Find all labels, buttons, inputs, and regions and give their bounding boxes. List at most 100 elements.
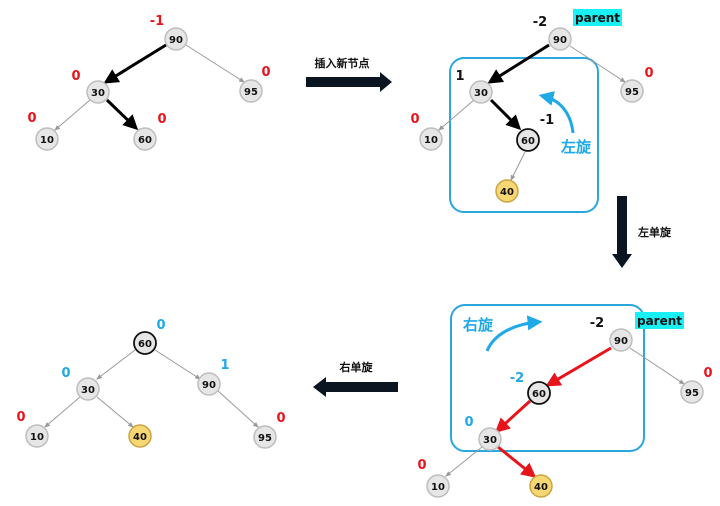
balance-factor: 0 (703, 366, 712, 381)
node-value: 60 (521, 136, 535, 147)
left-rotation-label: 左旋 (560, 138, 592, 156)
balance-factor: 1 (455, 69, 464, 84)
node-value: 30 (81, 385, 95, 396)
node-value: 60 (532, 389, 546, 400)
tree-node: 30 0 (61, 366, 100, 401)
balance-factor: 0 (27, 111, 36, 126)
left-rotation-indicator: 左旋 (538, 91, 592, 156)
right-rotation-region (450, 304, 645, 452)
node-value: 10 (431, 482, 445, 493)
tree-node: 95 0 (253, 411, 286, 449)
node-value: 30 (483, 435, 497, 446)
edge-30-10 (438, 99, 475, 131)
left-rotation-region (449, 57, 599, 213)
balance-factor: 0 (410, 112, 419, 127)
edge-30-60 (105, 98, 139, 131)
edge-30-10 (44, 396, 81, 428)
tree-node: 10 0 (27, 111, 59, 151)
node-value: 90 (202, 380, 216, 391)
tree-edges (54, 43, 246, 131)
node-value: 30 (474, 88, 488, 99)
tree-node: 60 -1 (516, 113, 554, 152)
tree-edges (44, 349, 259, 428)
node-value: 95 (685, 388, 699, 399)
node-value: 30 (91, 88, 105, 99)
tree-node-inserted: 40 (529, 474, 553, 498)
balance-factor: 0 (156, 318, 165, 333)
node-value: 95 (258, 433, 272, 444)
balance-factor: 0 (157, 112, 166, 127)
edge-60-30 (494, 399, 532, 434)
balance-factor: 1 (220, 358, 229, 373)
node-value: 90 (553, 35, 567, 46)
edge-60-30 (96, 349, 136, 380)
balance-factor: 0 (261, 65, 270, 80)
edge-90-95 (569, 45, 627, 83)
tree-node: 10 0 (410, 112, 443, 151)
edge-90-95 (185, 44, 246, 83)
edge-30-10 (445, 446, 483, 477)
edge-60-40 (510, 151, 526, 182)
tree-node: 60 -2 (510, 371, 551, 405)
node-value: 90 (169, 35, 183, 46)
node-value: 90 (614, 336, 628, 347)
tree-after-insert: parent 90 -2 30 1 95 0 10 0 60 -1 (410, 9, 654, 203)
left-single-step-arrow: 左单旋 (612, 196, 672, 268)
tree-node: 95 0 (620, 66, 654, 103)
balance-factor: 0 (276, 411, 285, 426)
tree-node: 10 0 (417, 458, 450, 498)
tree-after-left-rotation: parent 90 -2 60 -2 95 0 30 0 10 0 (417, 312, 713, 498)
balance-factor: -2 (510, 371, 524, 386)
parent-tag: parent (635, 312, 684, 329)
tree-node-inserted: 40 (128, 424, 152, 448)
tree-node: 95 0 (680, 366, 713, 404)
edge-60-90 (154, 349, 202, 380)
node-value: 60 (138, 135, 152, 146)
node-value: 40 (500, 187, 514, 198)
balance-factor: -2 (590, 316, 604, 331)
tree-edges (445, 346, 685, 478)
edge-90-95 (629, 347, 685, 385)
balance-factor: 0 (16, 410, 25, 425)
balance-factor: -1 (540, 113, 554, 128)
tree-node: 95 0 (239, 65, 271, 103)
tree-before-insert: 90 -1 30 0 95 0 10 0 60 0 (27, 14, 271, 151)
tree-node: 30 0 (464, 415, 502, 451)
parent-tag: parent (573, 9, 622, 26)
insert-step-label: 插入新节点 (315, 56, 370, 70)
node-value: 10 (424, 135, 438, 146)
node-value: 10 (40, 135, 54, 146)
balance-factor: -1 (150, 14, 164, 29)
balance-factor: 0 (71, 69, 80, 84)
right-single-step-label: 右单旋 (339, 360, 374, 374)
tree-node-inserted: 40 (495, 179, 519, 203)
curved-arrow-icon (485, 315, 543, 352)
tree-node: 90 -2 (533, 15, 572, 51)
node-value: 95 (244, 87, 258, 98)
balance-factor: 0 (61, 366, 70, 381)
node-value: 40 (534, 482, 548, 493)
edge-90-30 (487, 43, 550, 84)
tree-node: 90 -2 (590, 316, 633, 352)
svg-text:parent: parent (637, 314, 682, 328)
edge-30-40 (96, 396, 134, 428)
node-value: 95 (625, 87, 639, 98)
svg-text:parent: parent (575, 11, 620, 25)
node-value: 40 (133, 432, 147, 443)
edge-30-60 (489, 98, 522, 131)
left-single-step-label: 左单旋 (637, 225, 672, 239)
edge-90-60 (545, 346, 612, 387)
balance-factor: -2 (533, 15, 547, 30)
edge-30-40 (497, 445, 537, 478)
tree-node: 90 -1 (150, 14, 188, 51)
tree-node: 60 0 (133, 318, 166, 355)
right-rotation-indicator: 右旋 (463, 315, 543, 352)
right-rotation-label: 右旋 (463, 316, 494, 334)
curved-arrow-icon (538, 91, 575, 134)
balance-factor: 0 (464, 415, 473, 430)
tree-node: 60 0 (133, 112, 167, 151)
node-value: 10 (30, 432, 44, 443)
tree-final-balanced: 60 0 30 0 90 1 10 0 40 95 0 (16, 318, 286, 449)
tree-node: 90 1 (197, 358, 230, 396)
